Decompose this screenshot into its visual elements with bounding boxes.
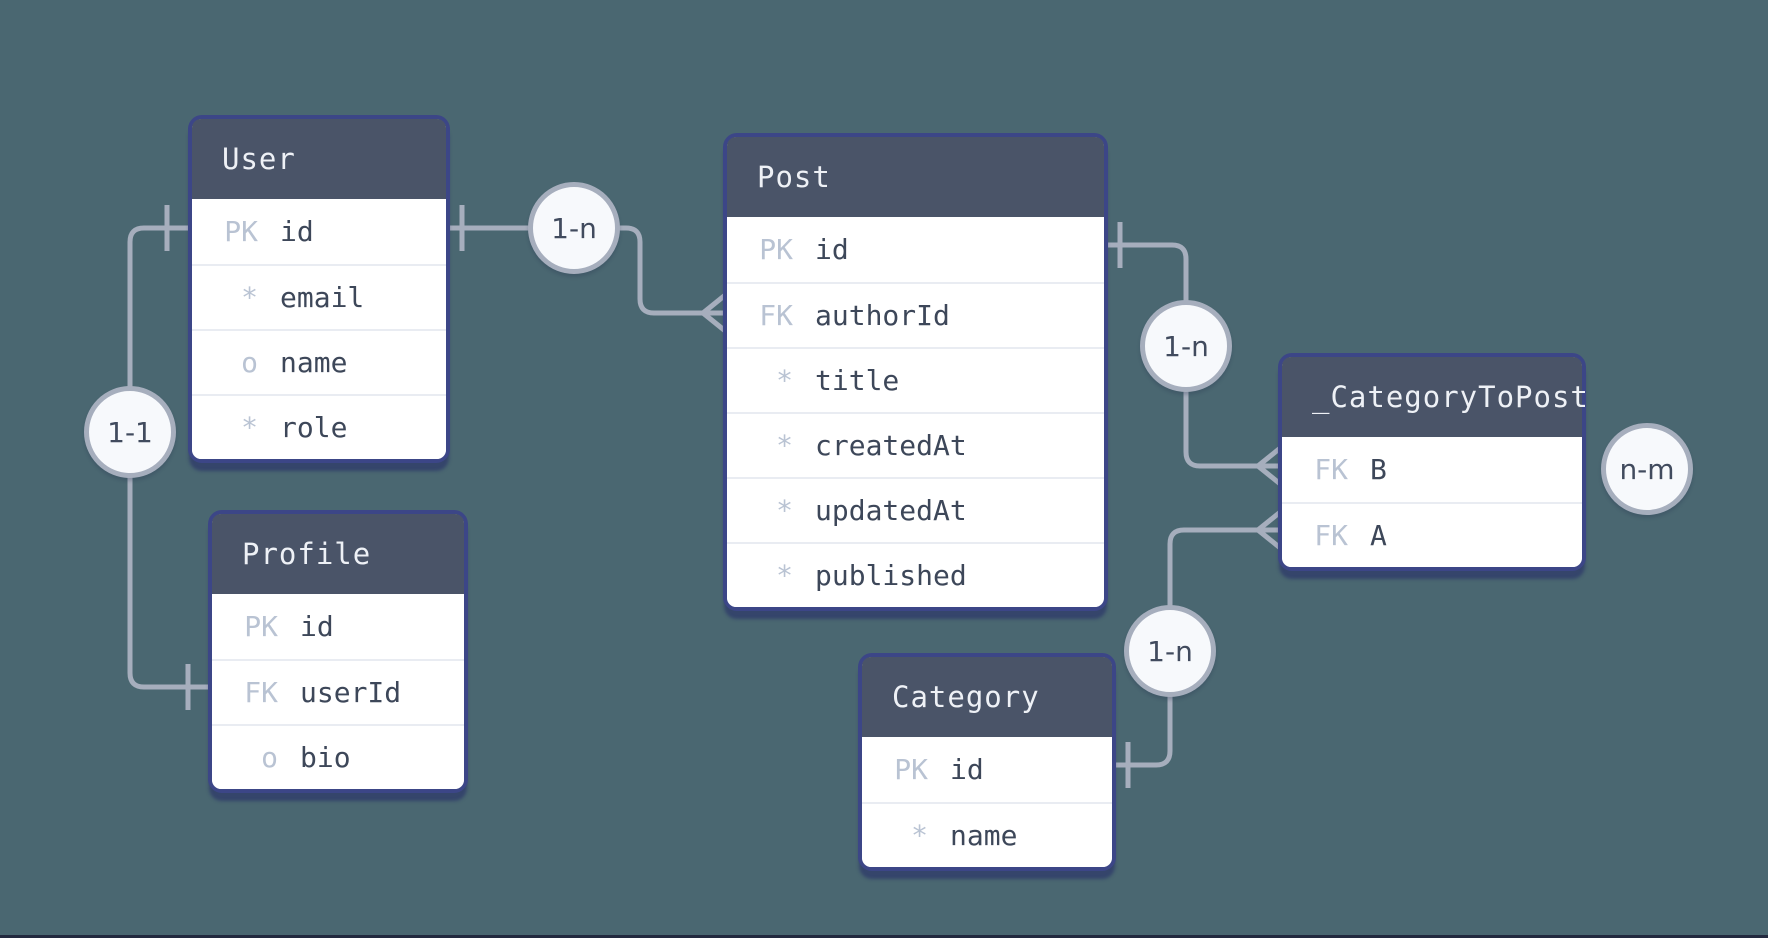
key-badge: * — [911, 819, 928, 852]
column-name: name — [280, 346, 348, 379]
column-name: id — [300, 610, 334, 643]
entity-body: PK id * name — [862, 737, 1112, 867]
column-row-id: PK id — [192, 199, 446, 264]
entity-table-categorytopost[interactable]: _CategoryToPost FK B FK A — [1278, 353, 1588, 571]
key-badge: * — [776, 429, 793, 462]
column-row-authorid: FK authorId — [727, 282, 1104, 347]
column-name: role — [280, 411, 348, 444]
cardinality-label-1-n: 1-n — [1124, 605, 1216, 697]
key-badge: o — [241, 346, 258, 379]
key-badge: * — [776, 559, 793, 592]
column-name: published — [815, 559, 967, 592]
entity-header: User — [192, 119, 446, 199]
column-row-title: * title — [727, 347, 1104, 412]
column-row-role: * role — [192, 394, 446, 459]
key-badge: FK — [759, 299, 793, 332]
cardinality-label-1-1: 1-1 — [84, 386, 176, 478]
column-name: A — [1370, 519, 1387, 552]
entity-body: FK B FK A — [1282, 437, 1582, 567]
column-name: id — [950, 753, 984, 786]
column-name: name — [950, 819, 1018, 852]
entity-header: Category — [862, 657, 1112, 737]
entity-header: Profile — [212, 514, 464, 594]
relationship-line — [442, 225, 723, 316]
cardinality-label-1-n: 1-n — [1140, 300, 1232, 392]
column-name: createdAt — [815, 429, 967, 462]
column-name: title — [815, 364, 900, 397]
column-name: id — [280, 215, 314, 248]
column-name: email — [280, 281, 365, 314]
column-row-id: PK id — [862, 737, 1112, 802]
key-badge: FK — [244, 676, 278, 709]
entity-table-category[interactable]: Category PK id * name — [858, 653, 1116, 871]
key-badge: FK — [1314, 519, 1348, 552]
column-row-name: * name — [862, 802, 1112, 867]
entity-title: Profile — [242, 537, 372, 571]
column-row-a: FK A — [1282, 502, 1582, 567]
cardinality-label-n-m: n-m — [1601, 423, 1693, 515]
entity-title: Post — [757, 160, 831, 194]
column-name: B — [1370, 453, 1387, 486]
column-row-id: PK id — [727, 217, 1104, 282]
key-badge: PK — [894, 753, 928, 786]
column-row-email: * email — [192, 264, 446, 329]
entity-header: Post — [727, 137, 1104, 217]
entity-title: User — [222, 142, 296, 176]
column-row-updatedat: * updatedAt — [727, 477, 1104, 542]
key-badge: PK — [759, 233, 793, 266]
key-badge: PK — [224, 215, 258, 248]
key-badge: FK — [1314, 453, 1348, 486]
entity-title: _CategoryToPost — [1312, 380, 1589, 414]
column-row-userid: FK userId — [212, 659, 464, 724]
column-name: bio — [300, 741, 351, 774]
key-badge: o — [261, 741, 278, 774]
column-name: userId — [300, 676, 402, 709]
key-badge: * — [776, 494, 793, 527]
bottom-edge-strip — [0, 935, 1768, 938]
key-badge: * — [241, 411, 258, 444]
key-badge: PK — [244, 610, 278, 643]
cardinality-label-1-n: 1-n — [528, 182, 620, 274]
column-name: updatedAt — [815, 494, 967, 527]
column-name: authorId — [815, 299, 950, 332]
column-row-published: * published — [727, 542, 1104, 607]
column-row-id: PK id — [212, 594, 464, 659]
key-badge: * — [241, 281, 258, 314]
column-row-b: FK B — [1282, 437, 1582, 502]
key-badge: * — [776, 364, 793, 397]
entity-header: _CategoryToPost — [1282, 357, 1588, 437]
column-row-createdat: * createdAt — [727, 412, 1104, 477]
entity-title: Category — [892, 680, 1040, 714]
column-name: id — [815, 233, 849, 266]
